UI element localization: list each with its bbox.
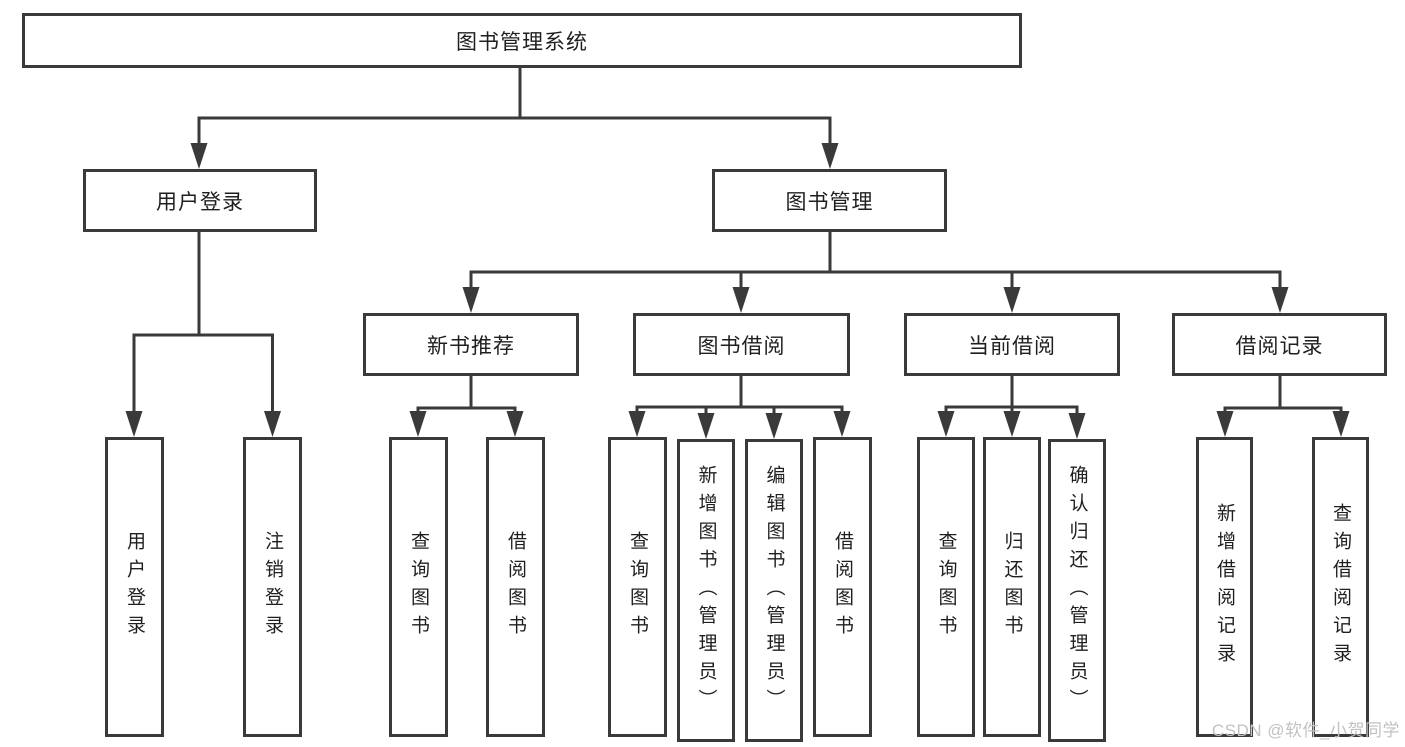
node-borrowing-records: 借阅记录 <box>1172 313 1387 376</box>
leaf-logout: 注销登录 <box>243 437 302 737</box>
node-current-borrowing: 当前借阅 <box>904 313 1120 376</box>
node-root-system: 图书管理系统 <box>22 13 1022 68</box>
leaf-edit-books-admin: 编辑图书（管理员） <box>745 439 803 742</box>
leaf-borrow-books-recommend: 借阅图书 <box>486 437 545 737</box>
node-book-borrowing: 图书借阅 <box>633 313 850 376</box>
connector-root-to-level2 <box>190 68 839 169</box>
connector-book-mgmt-children <box>462 232 1289 313</box>
leaf-query-books-recommend: 查询图书 <box>389 437 448 737</box>
leaf-add-borrow-record: 新增借阅记录 <box>1196 437 1253 737</box>
node-book-management: 图书管理 <box>712 169 947 232</box>
connector-current-borrow-children <box>937 376 1086 439</box>
connector-user-login-children <box>125 232 281 437</box>
node-user-login: 用户登录 <box>83 169 317 232</box>
csdn-watermark: CSDN @软件_小贺同学 <box>1211 721 1400 740</box>
leaf-query-books-current: 查询图书 <box>917 437 975 737</box>
node-new-book-recommend: 新书推荐 <box>363 313 579 376</box>
connector-borrow-records-children <box>1216 376 1350 437</box>
leaf-borrow-books: 借阅图书 <box>813 437 872 737</box>
leaf-query-books-borrow: 查询图书 <box>608 437 667 737</box>
leaf-confirm-return-admin: 确认归还（管理员） <box>1048 439 1106 742</box>
leaf-query-borrow-record: 查询借阅记录 <box>1312 437 1369 737</box>
leaf-return-books: 归还图书 <box>983 437 1041 737</box>
connector-new-book-children <box>409 376 524 437</box>
connector-book-borrow-children <box>628 376 851 439</box>
leaf-add-books-admin: 新增图书（管理员） <box>677 439 735 742</box>
leaf-user-login: 用户登录 <box>105 437 164 737</box>
